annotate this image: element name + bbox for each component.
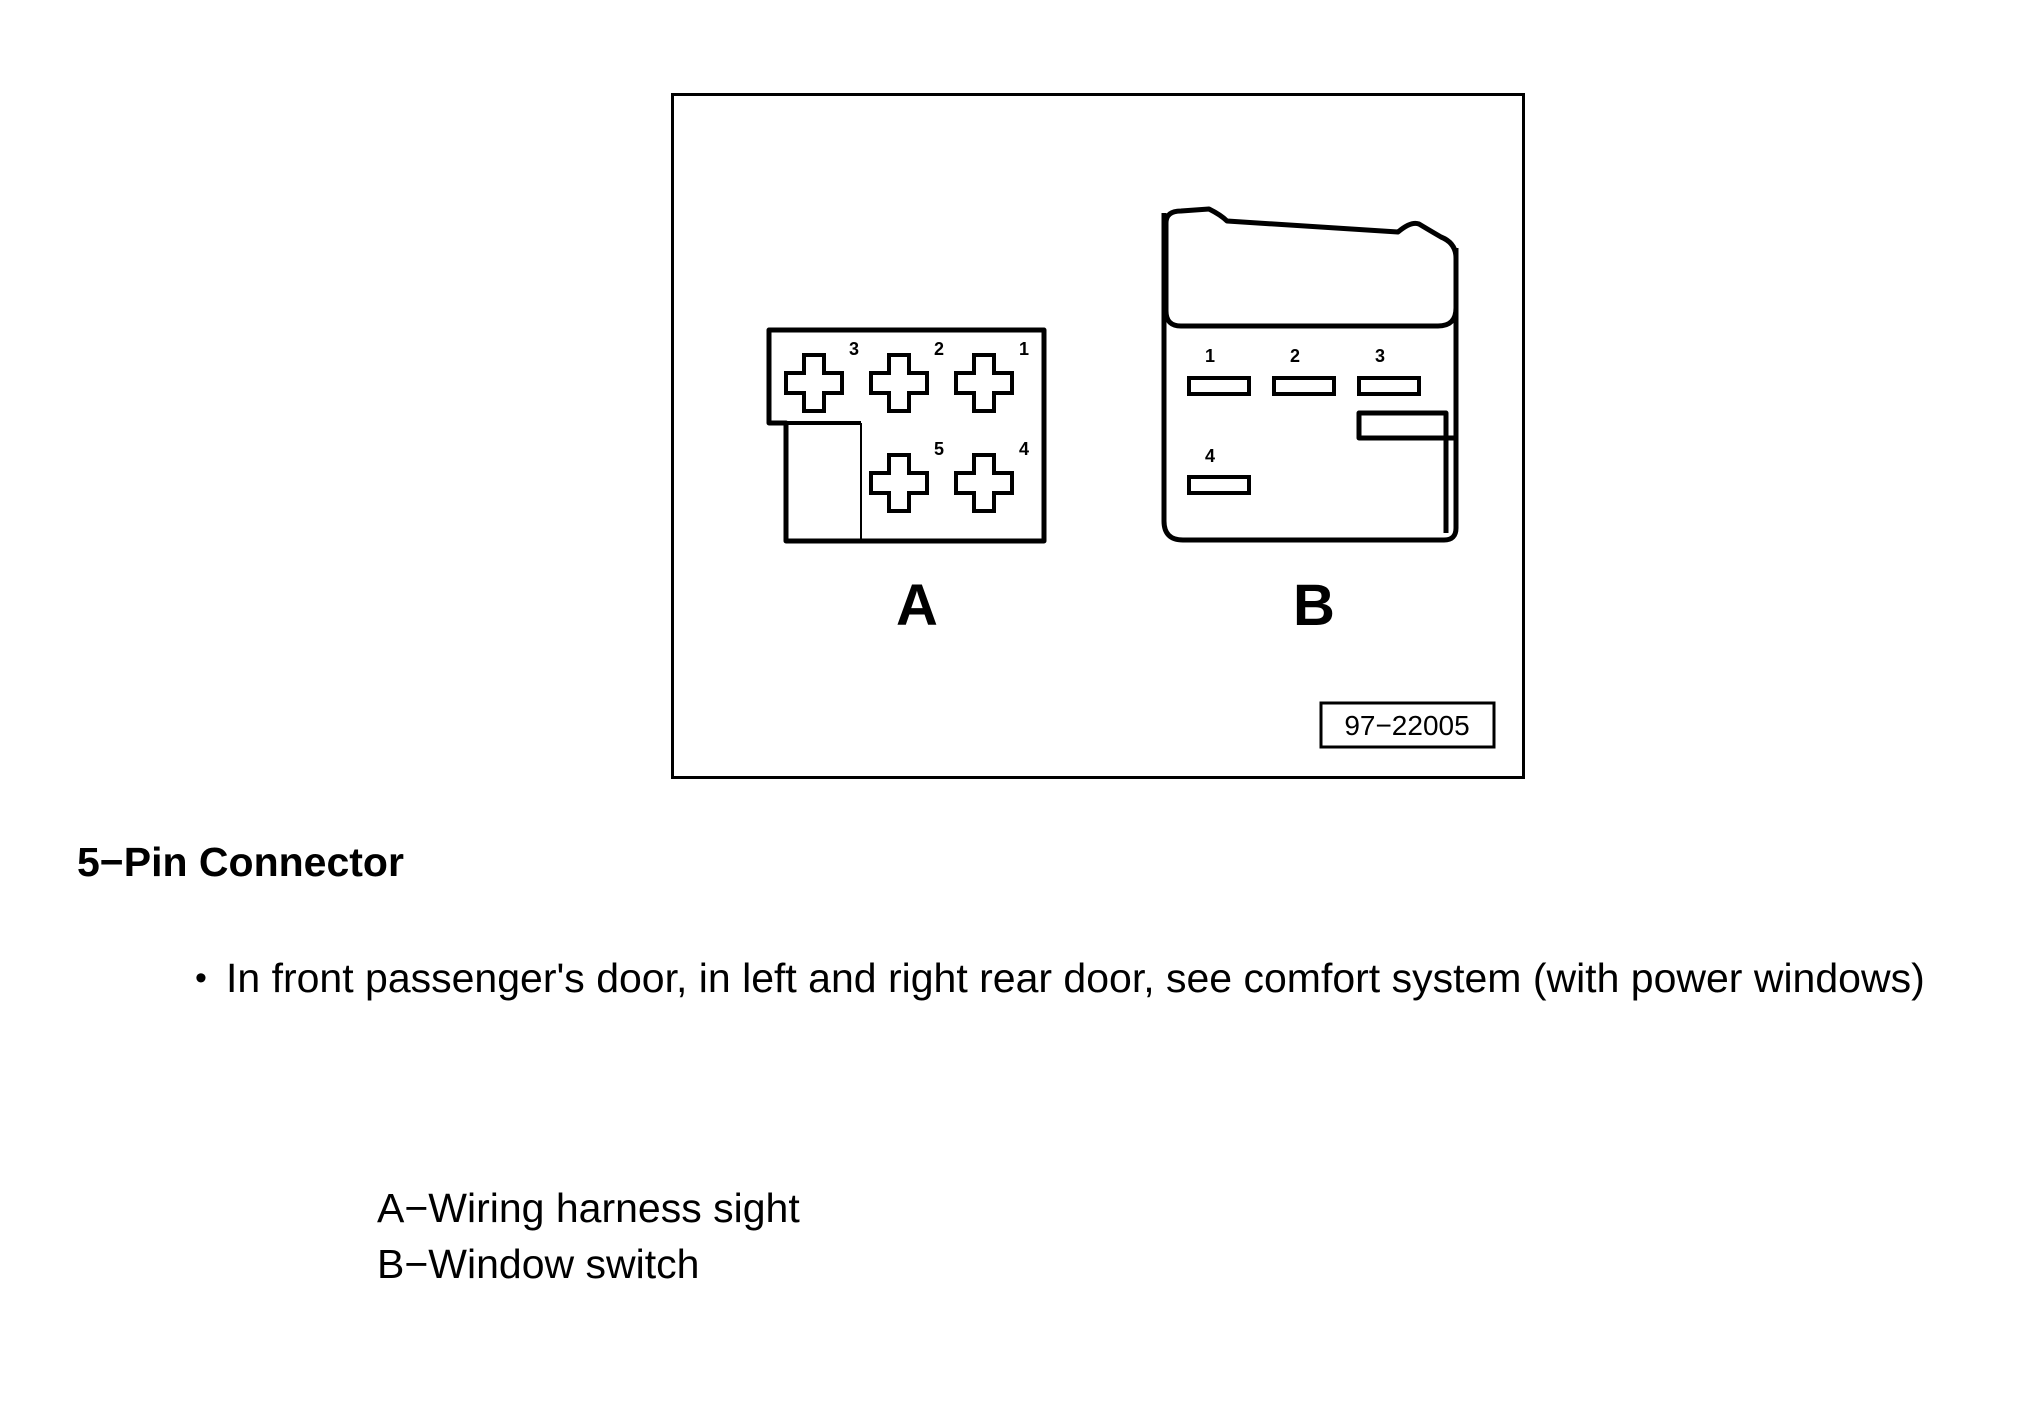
connector-b-key xyxy=(1356,410,1456,533)
connector-a-pin-label-1: 1 xyxy=(1019,339,1029,359)
connector-b-slot-1 xyxy=(1187,376,1251,396)
connector-b-cap xyxy=(1163,206,1459,329)
figure-id: 97−22005 xyxy=(1344,710,1469,741)
connector-figure: 3 2 1 5 4 A 1 2 3 4 B 97−22005 xyxy=(671,93,1525,779)
figure-legend: A−Wiring harness sight B−Window switch xyxy=(377,1180,800,1292)
figure-id-box xyxy=(1319,701,1496,749)
connector-b-pin-label-2: 2 xyxy=(1290,346,1300,366)
connector-b-slot-2 xyxy=(1272,376,1336,396)
connector-b-body xyxy=(1161,213,1459,543)
connector-b-pin-label-3: 3 xyxy=(1375,346,1385,366)
connector-a-pin-label-5: 5 xyxy=(934,439,944,459)
connector-a-cavity-2 xyxy=(869,353,929,413)
legend-item-b: B−Window switch xyxy=(377,1241,700,1287)
connector-a-letter: A xyxy=(896,573,938,638)
connector-b-letter: B xyxy=(1293,573,1335,638)
section-heading: 5−Pin Connector xyxy=(77,839,404,885)
connector-a-cavity-5 xyxy=(869,453,929,513)
connector-a-cavity-3 xyxy=(784,353,844,413)
connector-a-cavity-1 xyxy=(954,353,1014,413)
connector-a-pin-label-3: 3 xyxy=(849,339,859,359)
bullet-text: In front passenger's door, in left and r… xyxy=(226,955,1925,1001)
connector-a-pin-label-4: 4 xyxy=(1019,439,1029,459)
connector-a-cavity-4 xyxy=(954,453,1014,513)
connector-b-pin-label-1: 1 xyxy=(1205,346,1215,366)
bullet-icon: • xyxy=(195,959,207,997)
bullet-item: • In front passenger's door, in left and… xyxy=(195,950,1955,1006)
connector-b-slot-4 xyxy=(1187,475,1251,495)
connector-b-slot-3 xyxy=(1357,376,1421,396)
connector-a-pin-label-2: 2 xyxy=(934,339,944,359)
connector-b-pin-label-4: 4 xyxy=(1205,446,1215,466)
connector-diagram: 3 2 1 5 4 A 1 2 3 4 B 97−22005 xyxy=(671,93,1525,779)
legend-item-a: A−Wiring harness sight xyxy=(377,1185,800,1231)
